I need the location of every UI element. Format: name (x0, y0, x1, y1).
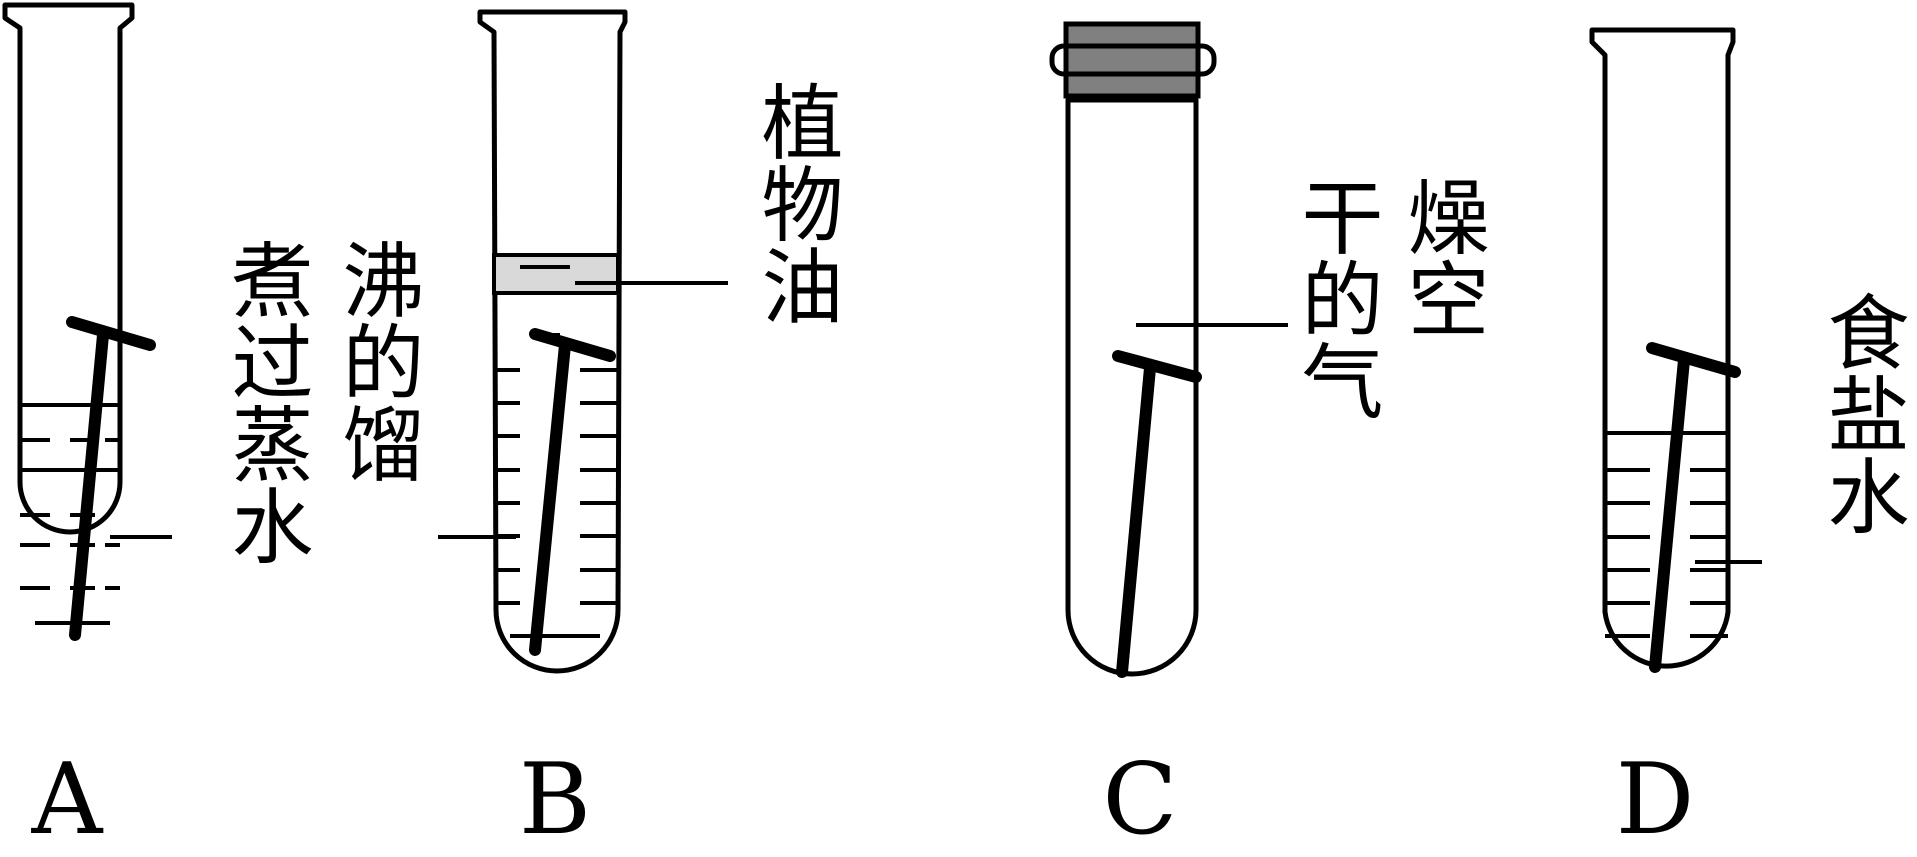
tube-a-label-col-1: 沸的馏 (328, 238, 423, 484)
tube-b-oil-layer (492, 253, 620, 295)
tube-c-label-col-1: 燥空 (1393, 175, 1488, 339)
tube-a-iron-nail (66, 316, 156, 641)
tube-c-caption: C (1102, 743, 1178, 857)
tube-b-body (477, 9, 628, 674)
tube-b-label: 植物油 (747, 80, 842, 326)
tube-c-body (1065, 97, 1199, 677)
tube-c-stopper (1063, 21, 1201, 99)
tube-b-iron-nail (529, 328, 616, 656)
tube-a-body (2, 2, 135, 535)
tube-c (1049, 21, 1288, 678)
tube-d-iron-nail (1646, 342, 1741, 673)
tube-d-caption: D (1615, 743, 1695, 857)
tube-a-caption: A (31, 743, 103, 857)
tube-b (438, 9, 728, 674)
tube-a-water-lines (20, 403, 120, 625)
tube-d-body (1589, 27, 1736, 669)
tube-d-saltwater-lines (1605, 431, 1728, 638)
tube-a-label-col-2: 煮过蒸水 (217, 238, 312, 566)
tube-c-iron-nail (1112, 350, 1202, 678)
tube-b-caption: B (518, 743, 592, 857)
tube-d (1589, 27, 1762, 673)
tube-d-label: 食盐水 (1813, 290, 1908, 536)
tube-a (2, 2, 172, 641)
tube-c-stopper-rim (1049, 43, 1217, 77)
tube-c-label-col-2: 干的气 (1287, 175, 1382, 421)
